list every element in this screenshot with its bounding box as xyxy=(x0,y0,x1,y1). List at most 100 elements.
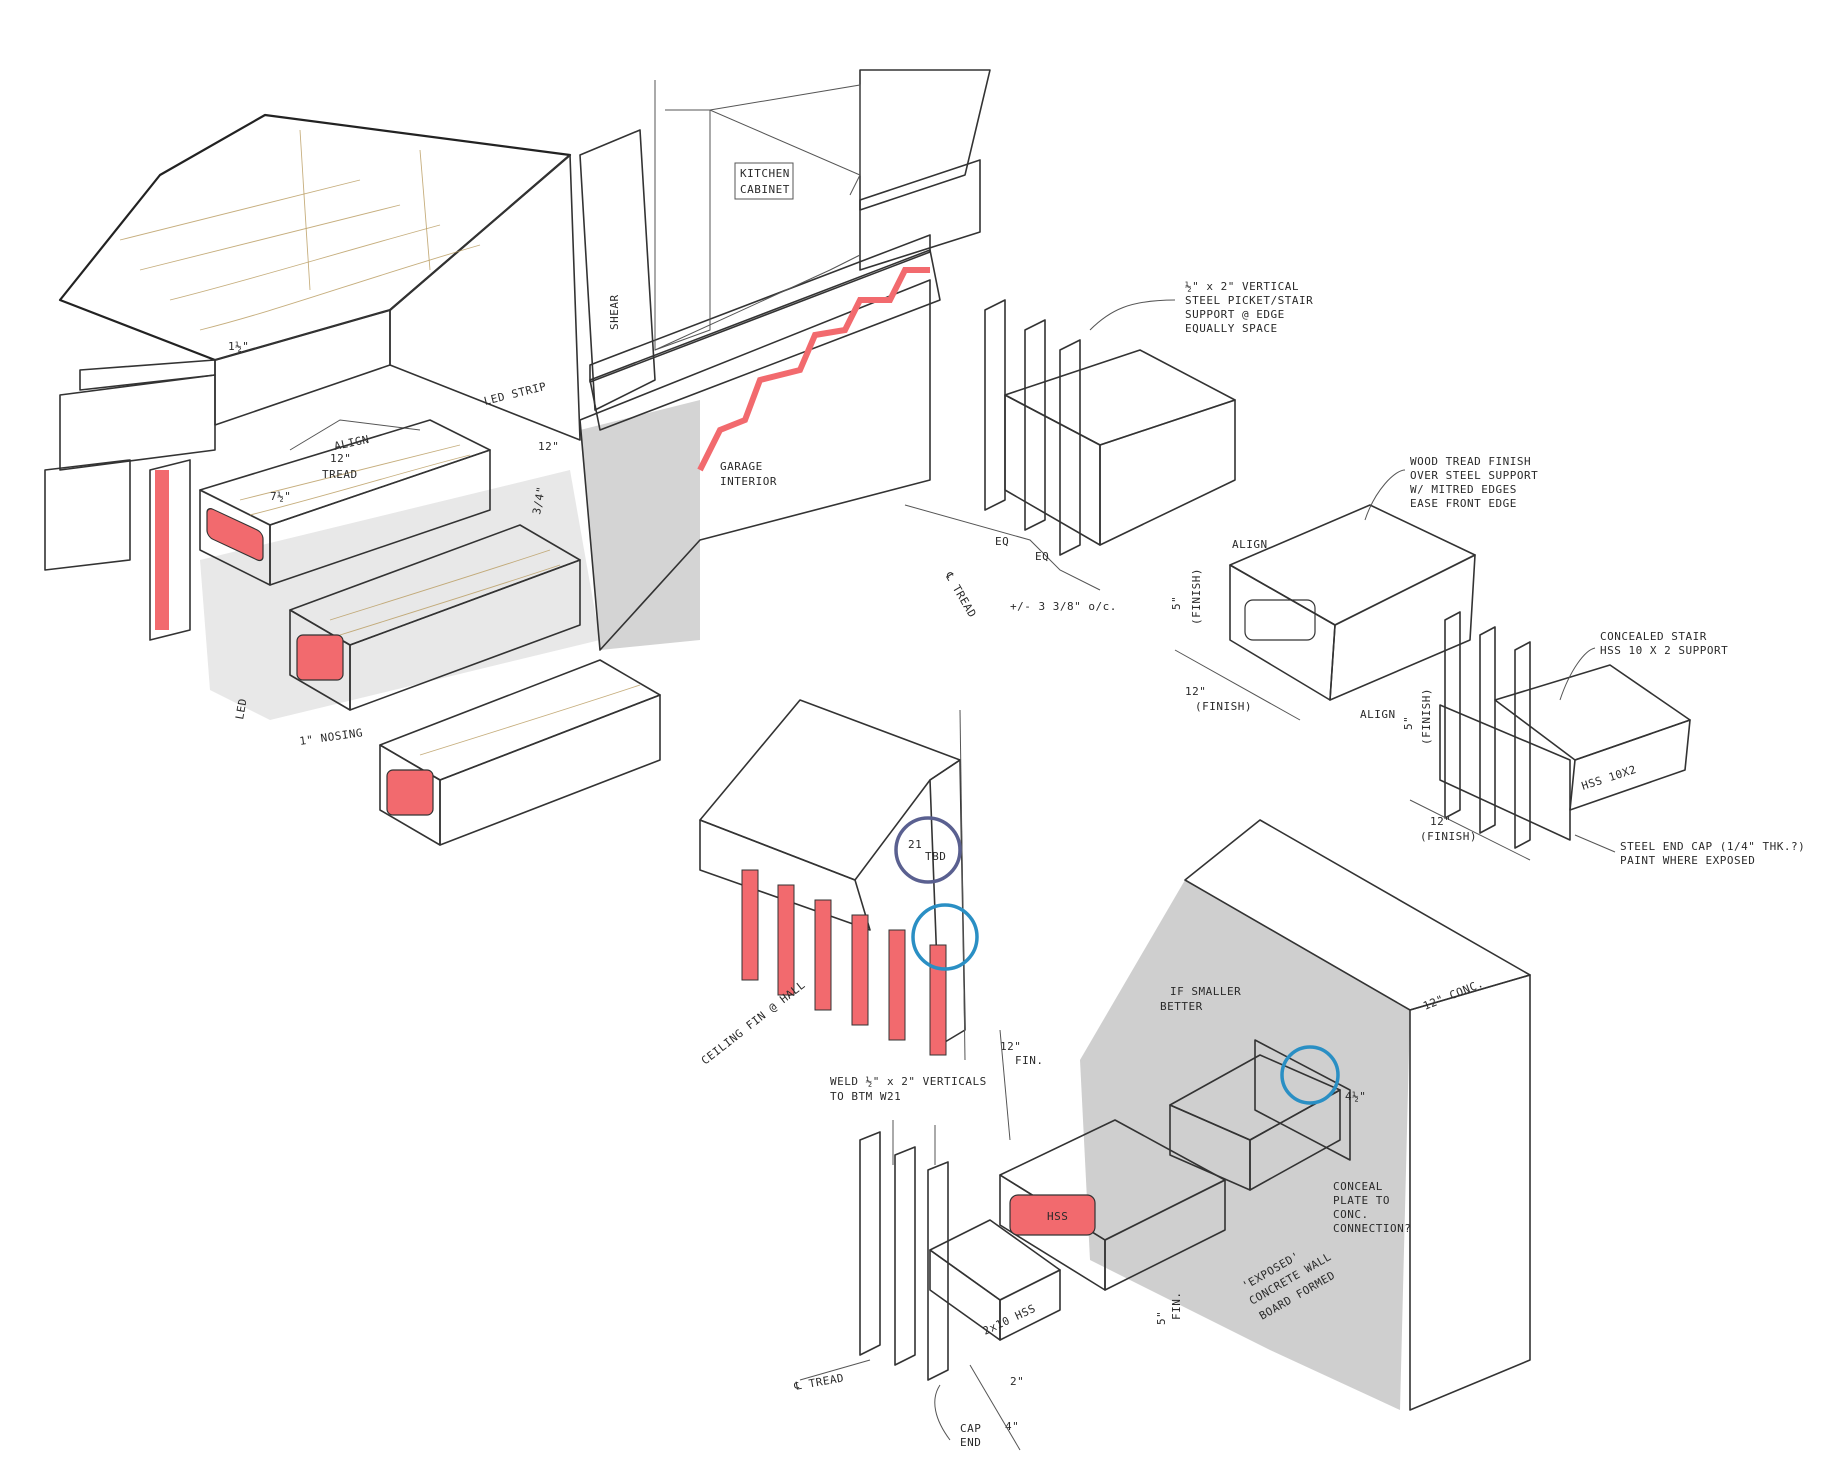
dim-2-label: 2" xyxy=(1010,1375,1024,1388)
dim-12-wall-label: 12" xyxy=(538,440,559,453)
hss-picket-1 xyxy=(1444,611,1461,819)
wood-tread-note-line-2: OVER STEEL SUPPORT xyxy=(1410,469,1538,482)
rise-7-5-label: 7½" xyxy=(270,490,291,503)
garage-interior-label-1: GARAGE xyxy=(720,460,763,473)
cap-end-line-2: END xyxy=(960,1436,981,1449)
kitchen-cabinet-label-2: CABINET xyxy=(740,183,790,196)
picket-note-line-4: EQUALLY SPACE xyxy=(1185,322,1278,335)
concrete-wall-light-face xyxy=(1080,880,1410,1410)
fin-3 xyxy=(814,899,832,1011)
slide-tread-steel-end xyxy=(1009,1194,1096,1236)
floor-slab-concrete xyxy=(589,249,941,431)
w21-beam-top xyxy=(699,699,961,881)
hss-label: HSS 10X2 xyxy=(1580,763,1638,793)
weld-note-line-1: WELD ½" x 2" VERTICALS xyxy=(830,1075,987,1088)
hss-picket-2 xyxy=(1479,626,1496,834)
fin-4 xyxy=(851,914,869,1026)
eq2-label: EQ xyxy=(1035,550,1049,563)
vertical-2 xyxy=(894,1146,916,1366)
wood-tread-note-line-1: WOOD TREAD FINISH xyxy=(1410,455,1531,468)
concrete-wall-face xyxy=(580,400,700,650)
end-cap-note-line-1: STEEL END CAP (1/4" THK.?) xyxy=(1620,840,1805,853)
hss-note-line-1: CONCEALED STAIR xyxy=(1600,630,1707,643)
ceiling-fin-label: CEILING FIN @ HALL xyxy=(699,978,808,1067)
highlight-circle-w21 xyxy=(894,816,962,884)
tread-12-label: 12" xyxy=(330,452,351,465)
hss-side xyxy=(1569,719,1691,811)
wood-tread-over-steel-detail: WOOD TREAD FINISH OVER STEEL SUPPORT W/ … xyxy=(1170,455,1538,721)
finish-word-b2-label: (FINISH) xyxy=(1420,830,1477,843)
shear-wall xyxy=(579,129,656,411)
dim-12-fin-label: 12" xyxy=(1000,1040,1021,1053)
wall-hss-side xyxy=(1249,1089,1341,1191)
picket-1 xyxy=(984,299,1006,511)
hss-note-line-2: HSS 10 X 2 SUPPORT xyxy=(1600,644,1728,657)
tread-1-steel-end xyxy=(206,508,264,562)
tread-3-side xyxy=(439,694,661,846)
left-wall-insulation xyxy=(79,359,216,391)
upper-landing-grain xyxy=(119,129,481,331)
dim-12-finish-b-label: 12" xyxy=(1430,815,1451,828)
slide-tread-side xyxy=(1104,1179,1226,1291)
kitchen-cabinet-label-1: KITCHEN xyxy=(740,167,790,180)
picket-note-line-3: SUPPORT @ EDGE xyxy=(1185,308,1285,321)
hss-tread-label: HSS xyxy=(1047,1210,1068,1223)
highlight-circle-connection xyxy=(911,903,979,971)
dim-3-4-label: 3/4" xyxy=(530,485,548,515)
fin-6 xyxy=(929,944,947,1056)
align-top-label: ALIGN xyxy=(333,433,371,453)
smaller-better-line-1: IF SMALLER xyxy=(1170,985,1241,998)
finish-word-b-label: (FINISH) xyxy=(1420,688,1433,745)
picket-tread-top xyxy=(1004,349,1236,446)
finish-word-label: (FINISH) xyxy=(1190,568,1203,625)
picket-tread-front xyxy=(1004,394,1101,546)
conceal-plate-line-3: CONC. xyxy=(1333,1208,1369,1221)
fin-2 xyxy=(777,884,795,996)
vertical-3 xyxy=(927,1161,949,1381)
left-wall-cladding xyxy=(44,459,131,571)
cl-tread-label: ℄ TREAD xyxy=(942,569,979,620)
nosing-label: 1" NOSING xyxy=(299,726,364,748)
align-mid-bottom-label: ALIGN xyxy=(1360,708,1396,721)
weld-note-line-2: TO BTM W21 xyxy=(830,1090,901,1103)
hss-picket-3 xyxy=(1514,641,1531,849)
steel-end-plate-grey xyxy=(1229,564,1336,701)
conceal-plate-line-2: PLATE TO xyxy=(1333,1194,1390,1207)
floor-slab-wood xyxy=(859,159,981,271)
dim-4-5-label: 4½" xyxy=(1345,1090,1366,1103)
stair-tread-1 xyxy=(199,419,491,586)
fin-1 xyxy=(741,869,759,981)
picket-tread-side xyxy=(1099,399,1236,546)
picket-spacing-label: +/- 3 3/8" o/c. xyxy=(1010,600,1117,613)
tread-3-steel-end xyxy=(386,769,434,816)
hss-top xyxy=(1494,664,1691,761)
align-mid-top-label: ALIGN xyxy=(1232,538,1268,551)
ceiling-fin-detail: 21 TBD CEILING FIN @ HALL WELD ½" x 2" V… xyxy=(699,699,987,1103)
left-post-wood xyxy=(149,459,191,641)
wall-hss-plate xyxy=(1254,1039,1351,1161)
left-post-red-plate xyxy=(155,470,169,630)
hss-end-plate xyxy=(1439,704,1571,841)
upper-landing-front xyxy=(214,309,391,426)
conceal-plate-line-4: CONNECTION? xyxy=(1333,1222,1411,1235)
concrete-wall-connection-detail: IF SMALLER BETTER 12" CONC. 4½" CONCEAL … xyxy=(999,819,1531,1411)
tread-2-side xyxy=(349,559,581,711)
wood-tread-note-line-3: W/ MITRED EDGES xyxy=(1410,483,1517,496)
conceal-plate-line-1: CONCEAL xyxy=(1333,1180,1383,1193)
garage-concrete-wall xyxy=(579,279,931,651)
steel-end-plate-inner xyxy=(1244,599,1316,641)
wood-tread-top xyxy=(1229,504,1476,626)
dim-4-label: 4" xyxy=(1005,1420,1019,1433)
finish-word-2-label: (FINISH) xyxy=(1195,700,1252,713)
tbd-label: TBD xyxy=(925,850,946,863)
fin-word-b-label: FIN. xyxy=(1170,1292,1183,1321)
fin-5 xyxy=(888,929,906,1041)
led-strip-top-label: LED STRIP xyxy=(483,380,548,408)
floor-finish-wood-upper xyxy=(859,69,991,211)
cap-end-line-1: CAP xyxy=(960,1422,981,1435)
w21-beam-front xyxy=(699,819,871,931)
w21-label: 21 xyxy=(908,838,922,851)
conc-12-label: 12" CONC. xyxy=(1421,977,1485,1013)
shear-label: SHEAR xyxy=(608,294,621,330)
